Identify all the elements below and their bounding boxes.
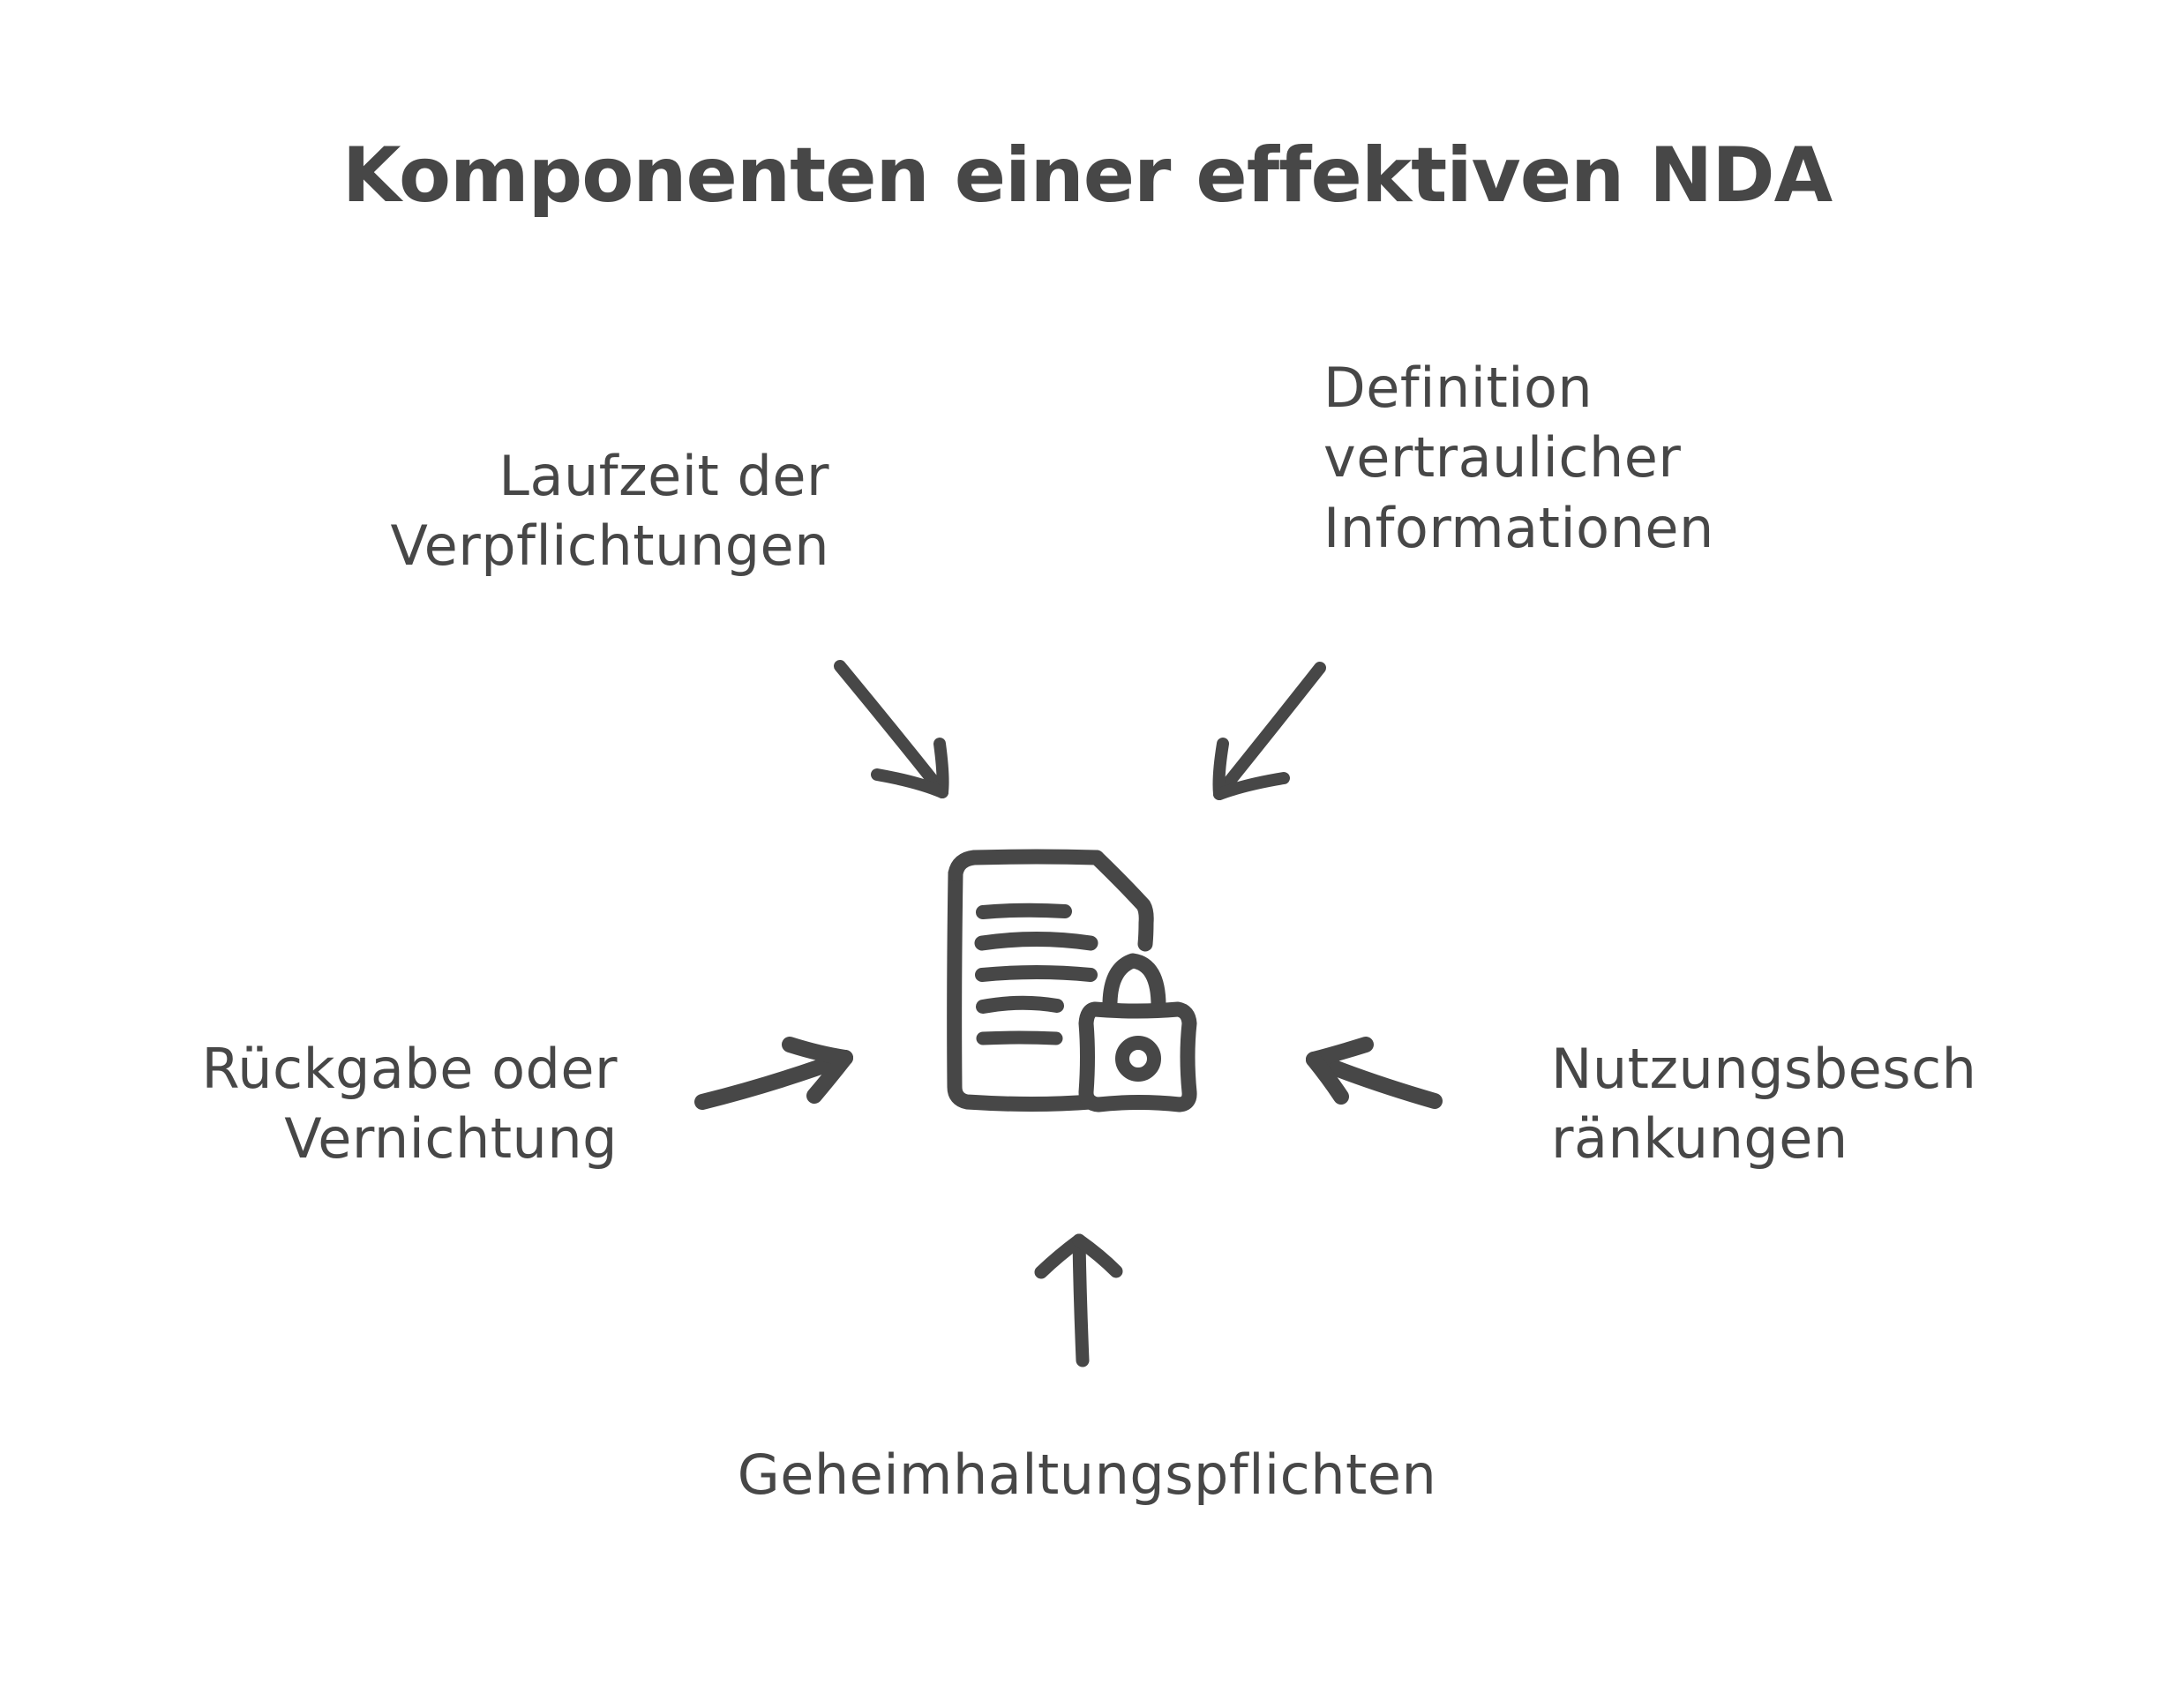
arrow-down-right-icon	[834, 660, 949, 798]
node-label-laufzeit-line-1: Laufzeit der	[499, 444, 829, 508]
document-fold-corner	[1089, 850, 1154, 952]
node-label-rueckgabe-line-2: Vernichtung	[284, 1106, 618, 1172]
node-label-definition: Definition vertraulicher Informationen	[1323, 353, 1941, 563]
node-label-laufzeit-line-2: Verpflichtungen	[390, 513, 829, 579]
node-label-rueckgabe: Rückgabe oder Vernichtung	[35, 1034, 618, 1174]
node-label-laufzeit: Laufzeit der Verpflichtungen	[159, 441, 829, 581]
arrow-right-icon	[694, 1037, 853, 1110]
node-label-geheimhaltung: Geheimhaltungspflichten	[558, 1440, 1616, 1509]
node-label-nutzung-line-2: ränkungen	[1551, 1106, 1848, 1172]
padlock-keyhole	[1115, 1036, 1161, 1082]
document-line-4	[976, 995, 1064, 1014]
node-label-definition-line-3: Informationen	[1323, 495, 1714, 560]
document-line-3	[975, 965, 1098, 982]
arrow-left-icon	[1306, 1037, 1443, 1109]
arrow-up-icon	[1034, 1233, 1123, 1367]
document-line-1	[976, 903, 1072, 919]
node-label-geheimhaltung-line-1: Geheimhaltungspflichten	[737, 1442, 1437, 1507]
node-label-rueckgabe-line-1: Rückgabe oder	[201, 1037, 618, 1101]
node-label-nutzung-line-1: Nutzungsbesch	[1551, 1037, 1977, 1101]
node-label-definition-line-1: Definition	[1323, 356, 1593, 420]
node-label-nutzung: Nutzungsbesch ränkungen	[1551, 1034, 2151, 1174]
padlock-body	[1078, 1001, 1197, 1112]
document-page-top-edge	[948, 849, 1105, 881]
node-label-definition-line-2: vertraulicher	[1323, 425, 1682, 491]
document-with-lock-icon	[947, 849, 1197, 1112]
document-page-outline	[947, 865, 1098, 1112]
padlock-shackle	[1102, 953, 1166, 1016]
document-line-2	[974, 932, 1098, 951]
page-title: Komponenten einer effektiven NDA	[341, 131, 1833, 220]
arrow-down-left-icon	[1212, 662, 1326, 800]
